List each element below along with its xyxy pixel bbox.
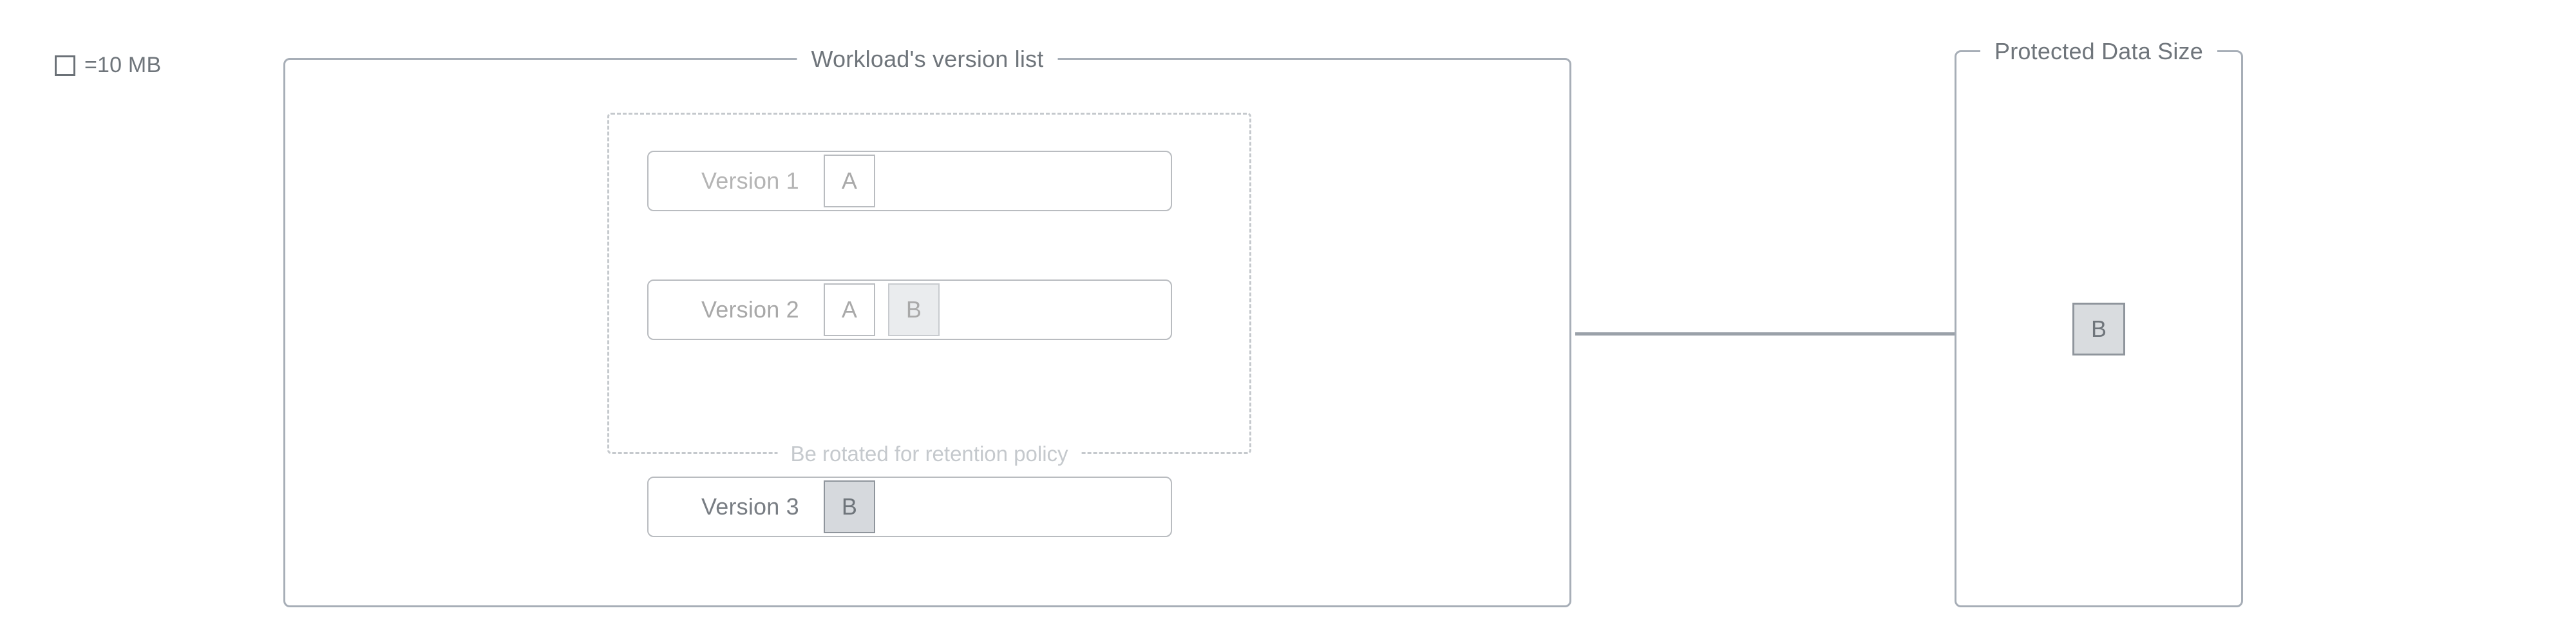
version-label: Version 3: [701, 493, 799, 520]
panel-title-workload-version-list: Workload's version list: [797, 44, 1058, 74]
legend: =10 MB: [55, 53, 161, 78]
legend-label: =10 MB: [84, 53, 162, 77]
version-label: Version 2: [701, 296, 799, 323]
protected-data-block-b: B: [2072, 302, 2125, 355]
protected-data-size-panel: Protected Data Size B: [1955, 37, 2243, 607]
version-row[interactable]: Version 1 A: [647, 151, 1172, 211]
retention-rotation-caption: Be rotated for retention policy: [777, 439, 1081, 469]
version-row[interactable]: Version 2 A B: [647, 279, 1172, 340]
data-block-b: B: [887, 283, 940, 336]
version-block-group: A: [823, 155, 875, 207]
square-outline-icon: [55, 55, 75, 76]
version-label: Version 1: [701, 167, 799, 194]
data-block-a: A: [823, 155, 875, 207]
panel-title-protected-data-size: Protected Data Size: [1980, 37, 2217, 66]
version-row[interactable]: Version 3 B: [647, 477, 1172, 537]
data-block-b: B: [823, 480, 875, 533]
data-block-a: A: [823, 283, 875, 336]
version-block-group: B: [823, 480, 875, 533]
version-block-group: A B: [823, 283, 940, 336]
retention-rotation-group: Be rotated for retention policy: [607, 113, 1251, 469]
connector-line: [1575, 332, 1955, 336]
workload-version-list-panel: Workload's version list Be rotated for r…: [283, 44, 1571, 607]
